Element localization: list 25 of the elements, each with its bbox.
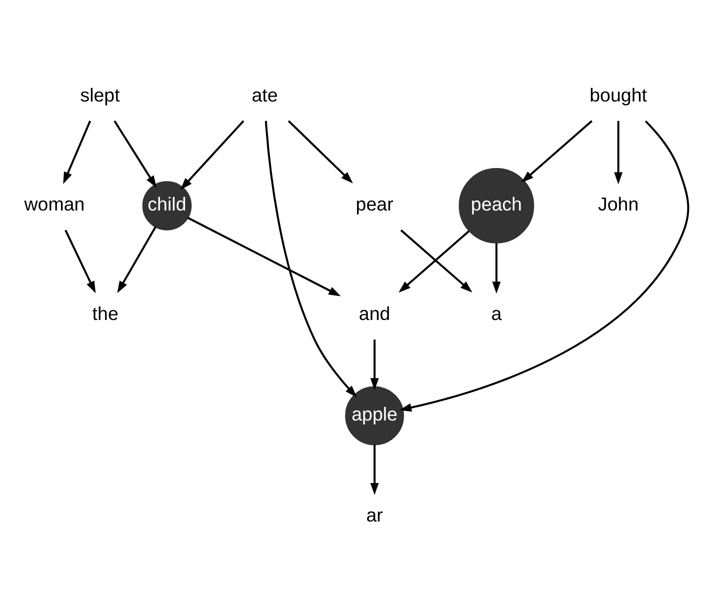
arrow (614, 120, 623, 184)
arrow (521, 120, 593, 182)
node-text: ate (252, 84, 278, 105)
arrow (63, 120, 92, 184)
node-text: and (358, 302, 390, 324)
node-text: the (92, 302, 118, 324)
node-text: John (598, 193, 639, 214)
arrow (370, 444, 379, 495)
arrow (180, 120, 244, 190)
arrow (399, 120, 690, 412)
node-text: ar (366, 504, 383, 525)
arrow (288, 120, 353, 183)
arrow (264, 120, 357, 397)
node-text: a (491, 302, 502, 324)
node-text: pear (356, 193, 394, 214)
node-text: slept (80, 84, 120, 105)
node-text: bought (590, 84, 647, 105)
arrow (187, 216, 341, 296)
arrow (64, 229, 96, 293)
arrow (117, 226, 157, 293)
arrow (370, 339, 379, 390)
node-text: woman (24, 193, 85, 214)
arrow (114, 120, 157, 188)
node-circle: child (142, 180, 192, 230)
arrow (492, 242, 501, 294)
